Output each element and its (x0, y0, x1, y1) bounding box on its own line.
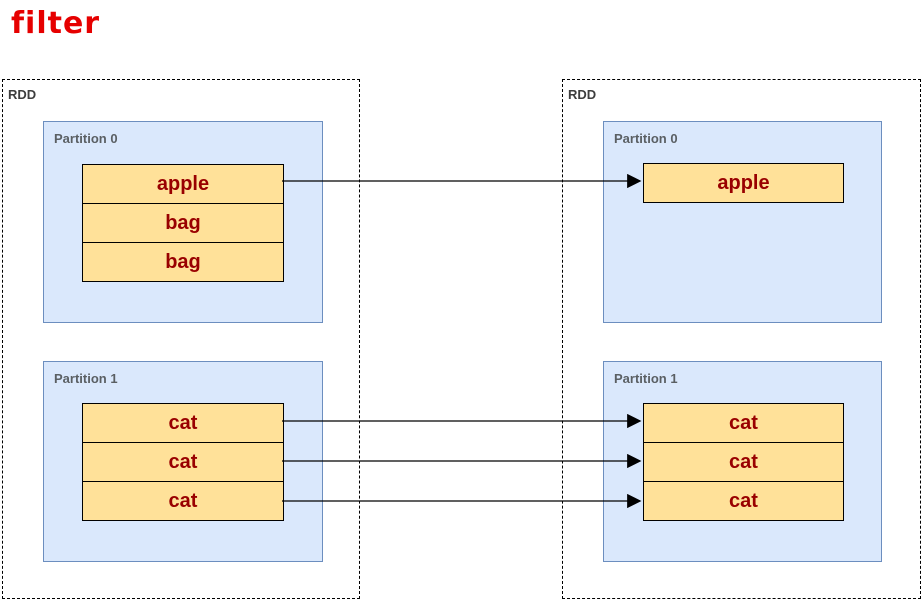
item-cat: cat (82, 481, 284, 521)
source-partition-0: Partition 0 apple bag bag (43, 121, 323, 323)
item-cat: cat (82, 442, 284, 482)
item-cat: cat (643, 403, 844, 443)
rdd-source-box: RDD Partition 0 apple bag bag Partition … (2, 79, 360, 599)
item-bag: bag (82, 242, 284, 282)
source-partition-0-label: Partition 0 (54, 131, 118, 146)
source-partition-1: Partition 1 cat cat cat (43, 361, 323, 562)
result-partition-1-items: cat cat cat (643, 403, 844, 521)
rdd-result-label: RDD (568, 87, 597, 102)
source-partition-1-label: Partition 1 (54, 371, 118, 386)
rdd-result-box: RDD Partition 0 apple Partition 1 cat ca… (562, 79, 921, 599)
result-partition-1-label: Partition 1 (614, 371, 678, 386)
result-partition-1: Partition 1 cat cat cat (603, 361, 882, 562)
result-partition-0: Partition 0 apple (603, 121, 882, 323)
item-cat: cat (643, 481, 844, 521)
item-apple: apple (82, 164, 284, 204)
item-apple: apple (643, 163, 844, 203)
item-cat: cat (82, 403, 284, 443)
result-partition-0-label: Partition 0 (614, 131, 678, 146)
item-cat: cat (643, 442, 844, 482)
result-partition-0-items: apple (643, 163, 844, 203)
rdd-source-label: RDD (8, 87, 37, 102)
diagram-title: filter (11, 6, 101, 41)
source-partition-1-items: cat cat cat (82, 403, 284, 521)
source-partition-0-items: apple bag bag (82, 164, 284, 282)
item-bag: bag (82, 203, 284, 243)
